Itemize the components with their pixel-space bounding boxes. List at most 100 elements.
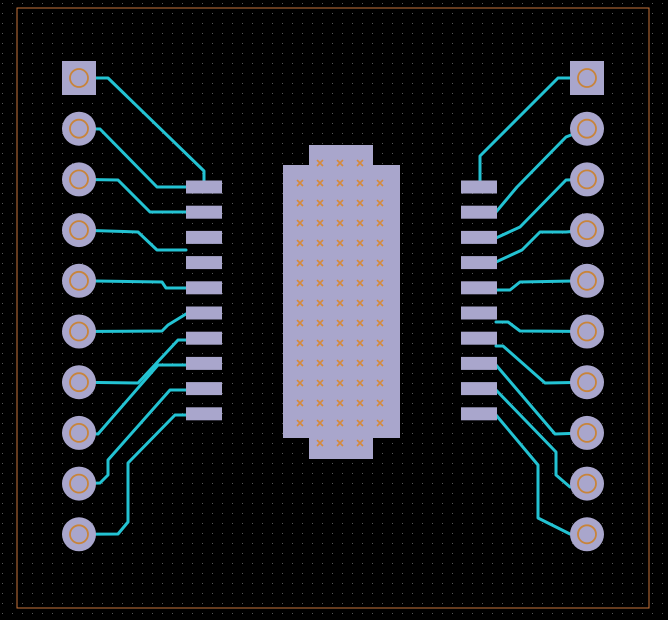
via-mark: [356, 199, 364, 207]
via-mark: [356, 419, 364, 427]
smd-pad-left-2: [186, 205, 222, 219]
right-pin-2: [570, 111, 604, 146]
left-drill-9: [69, 473, 89, 494]
right-drill-7: [577, 372, 597, 393]
via-mark: [316, 259, 324, 267]
via-mark: [336, 219, 344, 227]
via-mark: [316, 159, 324, 167]
left-pin-1-square: [62, 61, 96, 95]
left-trace-5: [77, 279, 188, 290]
left-drill-4: [69, 220, 89, 241]
smd-pad-right-5: [461, 281, 497, 295]
left-header-pins: [62, 61, 96, 552]
via-mark: [356, 359, 364, 367]
smd-pad-left-8: [186, 356, 222, 370]
left-pin-9: [62, 466, 96, 501]
via-mark: [316, 279, 324, 287]
right-pin-7: [570, 365, 604, 400]
left-pin-2: [62, 111, 96, 146]
via-mark: [376, 339, 384, 347]
smd-pad-right-8: [461, 356, 497, 370]
via-mark: [296, 339, 304, 347]
smd-pad-right-6: [461, 306, 497, 320]
via-mark: [376, 219, 384, 227]
left-pin-8: [62, 415, 96, 450]
via-mark: [316, 339, 324, 347]
via-mark: [356, 179, 364, 187]
via-mark: [336, 339, 344, 347]
left-trace-9: [77, 388, 188, 486]
center-thermal-pad: [283, 145, 400, 459]
via-mark: [376, 179, 384, 187]
via-mark: [316, 219, 324, 227]
via-mark: [316, 299, 324, 307]
via-mark: [356, 439, 364, 447]
via-mark: [376, 299, 384, 307]
via-mark: [336, 379, 344, 387]
smd-pad-right-3: [461, 230, 497, 244]
via-mark: [296, 419, 304, 427]
right-trace-7: [494, 344, 589, 385]
via-mark: [356, 239, 364, 247]
via-mark: [356, 159, 364, 167]
right-drill-3: [577, 169, 597, 190]
smd-pad-left-1: [186, 180, 222, 194]
via-mark: [316, 319, 324, 327]
via-mark: [336, 319, 344, 327]
via-mark: [356, 399, 364, 407]
via-mark: [296, 359, 304, 367]
left-trace-6: [77, 312, 188, 333]
smd-pad-left-9: [186, 382, 222, 396]
right-pin-10: [570, 517, 604, 552]
right-drill-2: [577, 118, 597, 139]
via-mark: [316, 239, 324, 247]
via-mark: [316, 399, 324, 407]
via-mark: [296, 319, 304, 327]
via-mark: [336, 159, 344, 167]
right-drill-1: [577, 68, 597, 88]
via-mark: [296, 279, 304, 287]
via-mark: [356, 279, 364, 287]
via-mark: [356, 219, 364, 227]
via-mark: [376, 359, 384, 367]
via-mark: [296, 299, 304, 307]
left-pin-10: [62, 517, 96, 552]
right-drill-4: [577, 220, 597, 241]
via-mark: [336, 399, 344, 407]
left-pin-3: [62, 162, 96, 197]
via-mark: [376, 399, 384, 407]
right-pin-9: [570, 466, 604, 501]
via-mark: [296, 219, 304, 227]
via-mark: [336, 299, 344, 307]
via-mark: [296, 179, 304, 187]
smd-pad-right-4: [461, 256, 497, 270]
right-header-pins: [570, 61, 604, 552]
right-drill-10: [577, 524, 597, 545]
right-smd-pads: [461, 180, 497, 421]
via-mark: [296, 199, 304, 207]
smd-pad-right-9: [461, 382, 497, 396]
right-pin-5: [570, 263, 604, 298]
smd-pad-left-5: [186, 281, 222, 295]
via-mark: [376, 259, 384, 267]
smd-pad-right-7: [461, 331, 497, 345]
via-mark: [336, 439, 344, 447]
smd-pad-left-7: [186, 331, 222, 345]
smd-pad-left-4: [186, 256, 222, 270]
left-pin-5: [62, 263, 96, 298]
via-mark: [336, 359, 344, 367]
via-mark: [296, 379, 304, 387]
left-pin-4: [62, 213, 96, 248]
via-mark: [356, 339, 364, 347]
left-drill-10: [69, 524, 89, 545]
via-mark: [316, 359, 324, 367]
right-trace-5: [494, 279, 589, 292]
via-mark: [336, 179, 344, 187]
left-smd-pads: [186, 180, 222, 421]
via-mark: [336, 259, 344, 267]
left-drill-7: [69, 372, 89, 393]
left-drill-5: [69, 270, 89, 291]
left-drill-6: [69, 321, 89, 342]
right-pin-4: [570, 213, 604, 248]
